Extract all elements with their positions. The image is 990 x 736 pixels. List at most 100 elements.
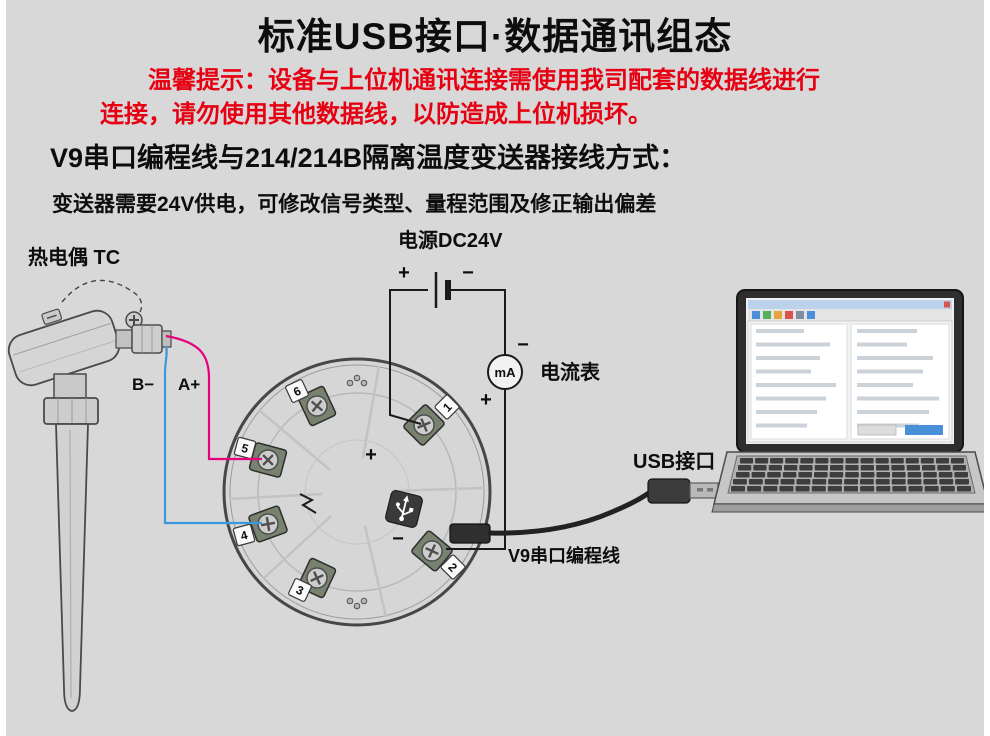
- thermocouple-lead-a-wire: [165, 334, 262, 461]
- laptop-key: [905, 458, 919, 464]
- terminal-minus-sign: −: [392, 528, 404, 550]
- laptop-key: [828, 479, 843, 485]
- screen-content-line: [857, 396, 939, 401]
- laptop-key: [876, 465, 890, 471]
- page-margin-left: [0, 0, 6, 736]
- terminal-tag: 4: [232, 523, 256, 547]
- laptop-key: [939, 479, 954, 485]
- warning-line-1: 温馨提示：设备与上位机通讯连接需使用我司配套的数据线进行: [148, 67, 820, 94]
- laptop-key: [768, 465, 782, 471]
- laptop-key: [950, 458, 964, 464]
- molded-ridges: [228, 365, 486, 618]
- laptop-key: [830, 465, 844, 471]
- laptop-key: [956, 486, 971, 492]
- laptop-key: [763, 486, 778, 492]
- probe-hex-nut: [43, 397, 99, 425]
- laptop-key: [811, 486, 826, 492]
- laptop-key: [922, 465, 936, 471]
- toolbar-icon: [785, 311, 793, 319]
- laptop-key: [923, 479, 938, 485]
- programming-cable: [449, 478, 719, 544]
- laptop-key: [860, 472, 875, 478]
- laptop-key: [845, 465, 859, 471]
- laptop-key: [844, 479, 858, 485]
- battery-plus-sign: +: [398, 262, 410, 284]
- mounting-hole-bottom: [346, 597, 368, 610]
- cap-screw: [125, 311, 143, 329]
- laptop-key: [764, 479, 779, 485]
- ammeter: mA − +: [480, 334, 529, 411]
- laptop-key: [740, 458, 754, 464]
- laptop-key: [795, 486, 810, 492]
- temperature-transmitter: 1 2 3 4 5 6 + −: [222, 357, 492, 627]
- laptop-key: [845, 458, 859, 464]
- laptop-key: [814, 465, 828, 471]
- laptop-key: [955, 479, 969, 485]
- toolbar-icon: [807, 311, 815, 319]
- laptop-key: [860, 465, 874, 471]
- laptop-key: [731, 486, 746, 492]
- screen-content-line: [756, 329, 804, 333]
- laptop-key: [751, 472, 766, 478]
- ammeter-label: 电流表: [540, 360, 601, 384]
- section-title: V9串口编程线与214/214B隔离温度变送器接线方式：: [50, 143, 687, 173]
- laptop-front-edge: [711, 503, 990, 513]
- page-margin-right: [984, 0, 990, 736]
- toolbar-icon: [774, 311, 782, 319]
- laptop-key: [747, 486, 762, 492]
- laptop-key: [875, 458, 889, 464]
- head-top-screw: [41, 308, 63, 325]
- laptop-key: [770, 458, 784, 464]
- software-left-panel: [750, 323, 848, 440]
- laptop-key: [780, 479, 795, 485]
- laptop-key: [860, 458, 874, 464]
- terminal-tag: 1: [434, 394, 460, 420]
- software-right-panel: [850, 323, 950, 440]
- laptop-key: [908, 486, 923, 492]
- laptop-key: [843, 486, 858, 492]
- cap-chain-dashed-line: [61, 279, 143, 317]
- laptop-key: [815, 458, 829, 464]
- laptop-key: [784, 465, 798, 471]
- laptop-key: [954, 472, 968, 478]
- wire-ammeter-to-terminal-minus: [446, 389, 506, 550]
- probe-neck: [53, 373, 87, 401]
- probe-sheath: [55, 423, 89, 712]
- laptop-key: [733, 479, 747, 485]
- terminal-block-5: [248, 442, 288, 478]
- laptop-key: [891, 465, 905, 471]
- thermocouple-label: 热电偶 TC: [28, 245, 120, 269]
- laptop-key: [859, 479, 874, 485]
- usb-trident-icon: [385, 490, 423, 528]
- laptop-key: [748, 479, 763, 485]
- screen-content-line: [756, 410, 817, 414]
- usb-port-label: USB接口: [633, 450, 715, 473]
- usb-plug: [647, 478, 719, 504]
- screen-content-line: [756, 423, 807, 428]
- power-supply-label: 电源DC24V: [398, 229, 503, 252]
- toolbar-icon: [796, 311, 804, 319]
- wire-battery-to-terminal-plus: [389, 289, 428, 425]
- screen-content-line: [756, 356, 820, 360]
- terminal-plus-sign: +: [365, 444, 377, 466]
- laptop-key: [892, 486, 907, 492]
- section-description: 变送器需要24V供电，可修改信号类型、量程范围及修正输出偏差: [52, 193, 657, 216]
- ammeter-minus-sign: −: [517, 334, 529, 356]
- software-titlebar: [748, 300, 952, 309]
- laptop: [711, 289, 990, 513]
- laptop-key: [952, 465, 966, 471]
- screen-content-line: [857, 356, 933, 360]
- laptop-key: [827, 486, 842, 492]
- laptop-key: [785, 458, 799, 464]
- laptop-key: [935, 458, 949, 464]
- laptop-key: [753, 465, 767, 471]
- laptop-key: [937, 465, 951, 471]
- software-close-icon: [944, 301, 950, 308]
- cable-line: [487, 488, 655, 536]
- screen-content-line: [857, 342, 907, 347]
- terminal-block-2: [411, 530, 453, 572]
- laptop-key: [779, 486, 794, 492]
- laptop-key: [767, 472, 781, 478]
